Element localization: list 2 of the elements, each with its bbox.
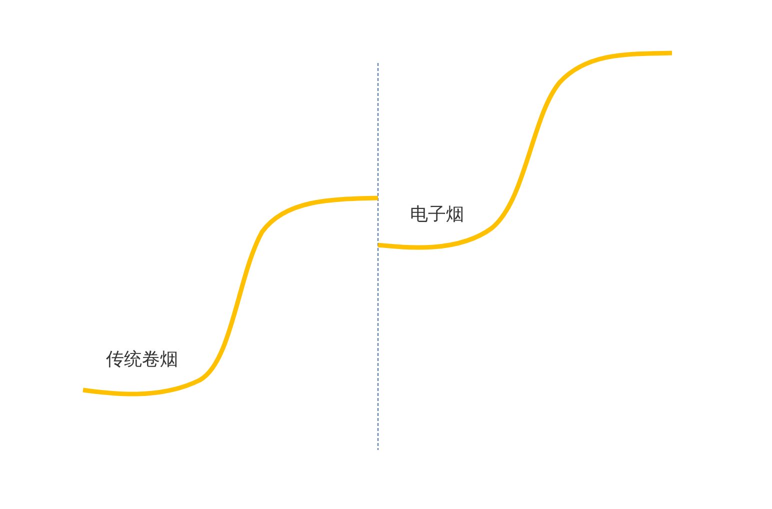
curve-label: 电子烟 <box>410 204 464 226</box>
curve-label: 传统卷烟 <box>106 349 178 371</box>
